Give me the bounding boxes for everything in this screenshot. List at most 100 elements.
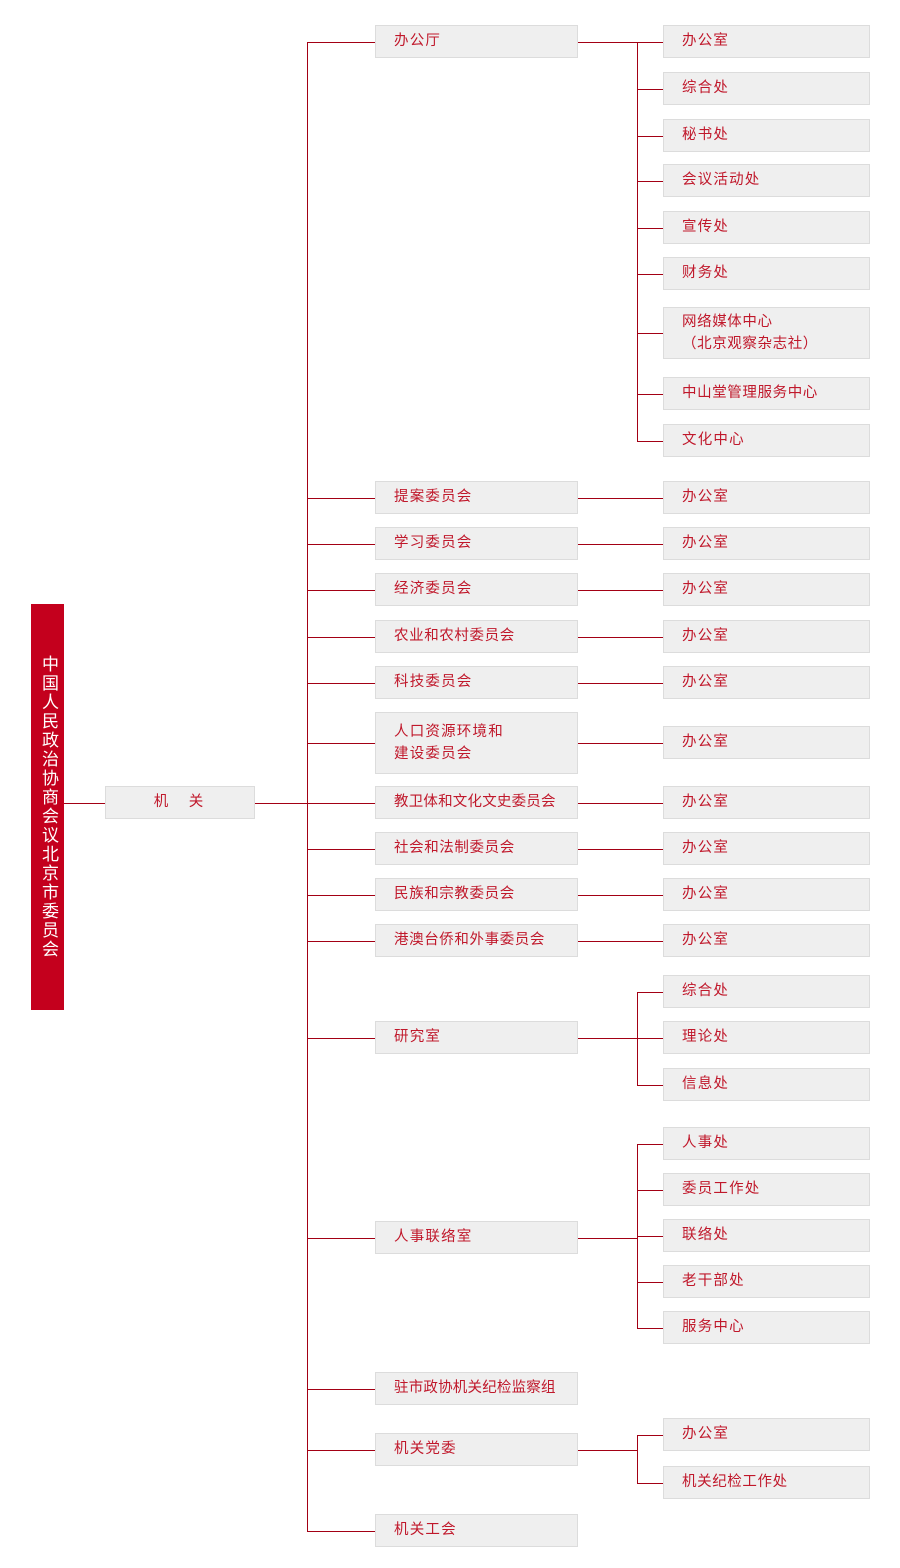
- department-node[interactable]: 学习委员会: [375, 527, 578, 560]
- connector-horizontal: [637, 135, 663, 137]
- department-node[interactable]: 机关党委: [375, 1433, 578, 1466]
- connector-horizontal: [578, 636, 663, 638]
- sub-department-node[interactable]: 办公室: [663, 666, 870, 699]
- sub-department-node[interactable]: 综合处: [663, 72, 870, 105]
- connector-horizontal: [637, 273, 663, 275]
- connector-horizontal: [637, 41, 663, 43]
- connector-horizontal: [637, 1235, 663, 1237]
- sub-department-node[interactable]: 信息处: [663, 1068, 870, 1101]
- sub-department-node[interactable]: 人事处: [663, 1127, 870, 1160]
- connector-horizontal: [578, 802, 663, 804]
- connector-horizontal: [255, 802, 307, 804]
- node-jiguan[interactable]: 机 关: [105, 786, 255, 819]
- department-node[interactable]: 人口资源环境和 建设委员会: [375, 712, 578, 774]
- sub-department-node[interactable]: 中山堂管理服务中心: [663, 377, 870, 410]
- sub-department-node[interactable]: 办公室: [663, 832, 870, 865]
- department-node[interactable]: 人事联络室: [375, 1221, 578, 1254]
- connector-horizontal: [307, 1037, 375, 1039]
- sub-department-node[interactable]: 服务中心: [663, 1311, 870, 1344]
- connector-horizontal: [578, 497, 663, 499]
- sub-department-node[interactable]: 理论处: [663, 1021, 870, 1054]
- connector-horizontal: [307, 682, 375, 684]
- connector-horizontal: [307, 940, 375, 942]
- connector-horizontal: [578, 1037, 637, 1039]
- sub-department-node[interactable]: 综合处: [663, 975, 870, 1008]
- sub-department-node[interactable]: 办公室: [663, 1418, 870, 1451]
- connector-horizontal: [578, 1449, 637, 1451]
- connector-horizontal: [307, 636, 375, 638]
- connector-horizontal: [637, 393, 663, 395]
- sub-department-node[interactable]: 委员工作处: [663, 1173, 870, 1206]
- sub-department-node[interactable]: 办公室: [663, 786, 870, 819]
- connector-horizontal: [307, 543, 375, 545]
- connector-horizontal: [307, 589, 375, 591]
- department-node[interactable]: 科技委员会: [375, 666, 578, 699]
- connector-horizontal: [307, 497, 375, 499]
- connector-horizontal: [637, 1281, 663, 1283]
- sub-department-node[interactable]: 办公室: [663, 878, 870, 911]
- connector-horizontal: [637, 227, 663, 229]
- department-node[interactable]: 港澳台侨和外事委员会: [375, 924, 578, 957]
- connector-horizontal: [637, 180, 663, 182]
- department-node[interactable]: 驻市政协机关纪检监察组: [375, 1372, 578, 1405]
- sub-department-node[interactable]: 机关纪检工作处: [663, 1466, 870, 1499]
- sub-department-node[interactable]: 联络处: [663, 1219, 870, 1252]
- department-node[interactable]: 研究室: [375, 1021, 578, 1054]
- department-node[interactable]: 提案委员会: [375, 481, 578, 514]
- connector-horizontal: [637, 1327, 663, 1329]
- connector-horizontal: [307, 41, 375, 43]
- sub-department-node[interactable]: 网络媒体中心 （北京观察杂志社）: [663, 307, 870, 359]
- connector-horizontal: [578, 1237, 637, 1239]
- connector-horizontal: [307, 1237, 375, 1239]
- sub-department-node[interactable]: 会议活动处: [663, 164, 870, 197]
- department-node[interactable]: 农业和农村委员会: [375, 620, 578, 653]
- connector-horizontal: [578, 682, 663, 684]
- connector-horizontal: [307, 894, 375, 896]
- root-organization-banner: 中国人民政治协商会议北京市委员会: [31, 604, 64, 1010]
- sub-department-node[interactable]: 办公室: [663, 620, 870, 653]
- connector-horizontal: [578, 543, 663, 545]
- department-node[interactable]: 机关工会: [375, 1514, 578, 1547]
- connector-vertical: [637, 1434, 638, 1483]
- connector-horizontal: [578, 848, 663, 850]
- connector-horizontal: [307, 1530, 375, 1532]
- connector-horizontal: [637, 1037, 663, 1039]
- connector-horizontal: [578, 41, 637, 43]
- sub-department-node[interactable]: 秘书处: [663, 119, 870, 152]
- sub-department-node[interactable]: 财务处: [663, 257, 870, 290]
- connector-horizontal: [578, 589, 663, 591]
- sub-department-node[interactable]: 宣传处: [663, 211, 870, 244]
- connector-vertical: [307, 41, 308, 1531]
- sub-department-node[interactable]: 办公室: [663, 527, 870, 560]
- connector-horizontal: [637, 440, 663, 442]
- connector-horizontal: [307, 802, 375, 804]
- connector-horizontal: [307, 1449, 375, 1451]
- connector-horizontal: [307, 848, 375, 850]
- connector-horizontal: [637, 1482, 663, 1484]
- connector-vertical: [637, 41, 638, 441]
- department-node[interactable]: 办公厅: [375, 25, 578, 58]
- connector-horizontal: [307, 1388, 375, 1390]
- department-node[interactable]: 民族和宗教委员会: [375, 878, 578, 911]
- connector-horizontal: [637, 88, 663, 90]
- sub-department-node[interactable]: 办公室: [663, 573, 870, 606]
- connector-horizontal: [637, 1434, 663, 1436]
- sub-department-node[interactable]: 办公室: [663, 924, 870, 957]
- connector-horizontal: [578, 894, 663, 896]
- sub-department-node[interactable]: 老干部处: [663, 1265, 870, 1298]
- connector-horizontal: [637, 333, 663, 334]
- sub-department-node[interactable]: 办公室: [663, 726, 870, 759]
- connector-horizontal: [637, 1084, 663, 1086]
- department-node[interactable]: 经济委员会: [375, 573, 578, 606]
- connector-horizontal: [637, 991, 663, 993]
- department-node[interactable]: 教卫体和文化文史委员会: [375, 786, 578, 819]
- connector-horizontal: [307, 743, 375, 744]
- connector-horizontal: [637, 1143, 663, 1145]
- connector-horizontal: [578, 940, 663, 942]
- department-node[interactable]: 社会和法制委员会: [375, 832, 578, 865]
- sub-department-node[interactable]: 文化中心: [663, 424, 870, 457]
- connector-horizontal: [578, 743, 663, 744]
- sub-department-node[interactable]: 办公室: [663, 481, 870, 514]
- sub-department-node[interactable]: 办公室: [663, 25, 870, 58]
